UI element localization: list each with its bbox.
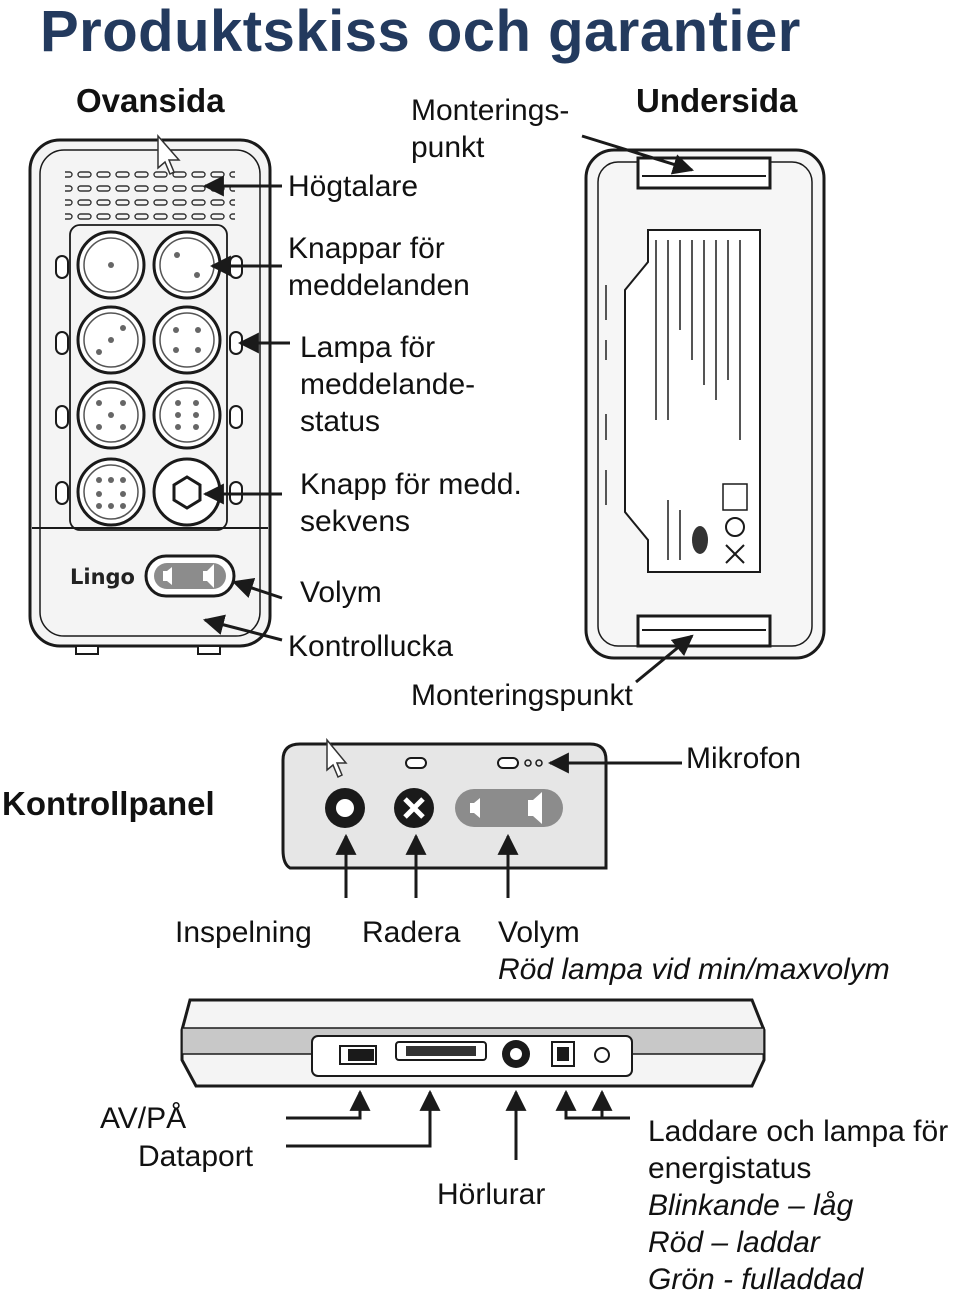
heading-top-view: Ovansida — [76, 82, 225, 119]
label-record: Inspelning — [175, 916, 312, 949]
label-volume-note: Röd lampa vid min/maxvolym — [498, 953, 890, 986]
charger-state-low: Blinkande – låg — [648, 1189, 854, 1222]
energy-lamp — [594, 1047, 610, 1063]
label-sequence-button: Knapp för medd. sekvens — [300, 466, 522, 540]
microphone-hole — [524, 759, 532, 767]
page-title: Produktskiss och garantier — [40, 0, 801, 64]
label-line: meddelande- — [300, 368, 476, 401]
heading-bottom-view: Undersida — [636, 82, 798, 119]
microphone-hole — [535, 759, 543, 767]
label-line: Monterings- — [411, 94, 570, 127]
label-line: meddelanden — [288, 269, 470, 302]
charger-state-charging: Röd – laddar — [648, 1226, 820, 1259]
message-button-6[interactable] — [152, 380, 222, 450]
label-message-lamp: Lampa för meddelande- status — [300, 329, 475, 440]
message-lamp — [55, 405, 69, 429]
label-microphone: Mikrofon — [686, 742, 802, 775]
control-panel-device — [281, 737, 608, 870]
mounting-slot-top — [636, 156, 772, 190]
label-mount-point-bottom: Monteringspunkt — [411, 679, 633, 712]
label-line: Lampa för — [300, 331, 436, 364]
cursor-icon — [326, 737, 348, 779]
heading-control-panel: Kontrollpanel — [2, 785, 215, 822]
label-line: Knapp för medd. — [300, 468, 522, 501]
label-headphones: Hörlurar — [437, 1178, 546, 1211]
label-mount-point-top: Monterings- punkt — [411, 92, 569, 166]
label-speaker: Högtalare — [288, 170, 419, 203]
message-button-7[interactable] — [76, 457, 146, 527]
label-line: Laddare och lampa för — [648, 1115, 949, 1148]
message-button-4[interactable] — [152, 305, 222, 375]
device-top-view: Lingo — [28, 134, 272, 655]
device-side-view — [180, 998, 766, 1088]
label-message-buttons: Knappar för meddelanden — [288, 230, 470, 304]
cursor-icon — [157, 134, 181, 176]
message-lamp — [55, 481, 69, 505]
label-line: Knappar för — [288, 232, 445, 265]
label-charger: Laddare och lampa för energistatus Blink… — [648, 1113, 948, 1298]
message-button-2[interactable] — [152, 230, 222, 300]
message-lamp — [229, 405, 243, 429]
speaker-grille — [65, 168, 235, 220]
charger-state-full: Grön - fulladdad — [648, 1263, 864, 1296]
label-on-off: AV/PÅ — [100, 1102, 187, 1135]
device-logo: Lingo — [70, 565, 135, 589]
label-line: punkt — [411, 131, 485, 164]
label-delete: Radera — [362, 916, 461, 949]
device-bottom-view — [584, 148, 826, 660]
label-data-port: Dataport — [138, 1140, 254, 1173]
message-lamp — [55, 255, 69, 279]
label-control-hatch: Kontrollucka — [288, 630, 454, 663]
sequence-button[interactable] — [172, 475, 202, 510]
label-volume-top: Volym — [300, 576, 382, 609]
label-line: energistatus — [648, 1152, 812, 1185]
label-volume-panel: Volym — [498, 916, 580, 949]
label-line: status — [300, 405, 381, 438]
message-button-8[interactable] — [152, 457, 222, 527]
label-line: sekvens — [300, 505, 411, 538]
message-lamp — [55, 331, 69, 355]
leader-lines — [202, 134, 695, 1160]
